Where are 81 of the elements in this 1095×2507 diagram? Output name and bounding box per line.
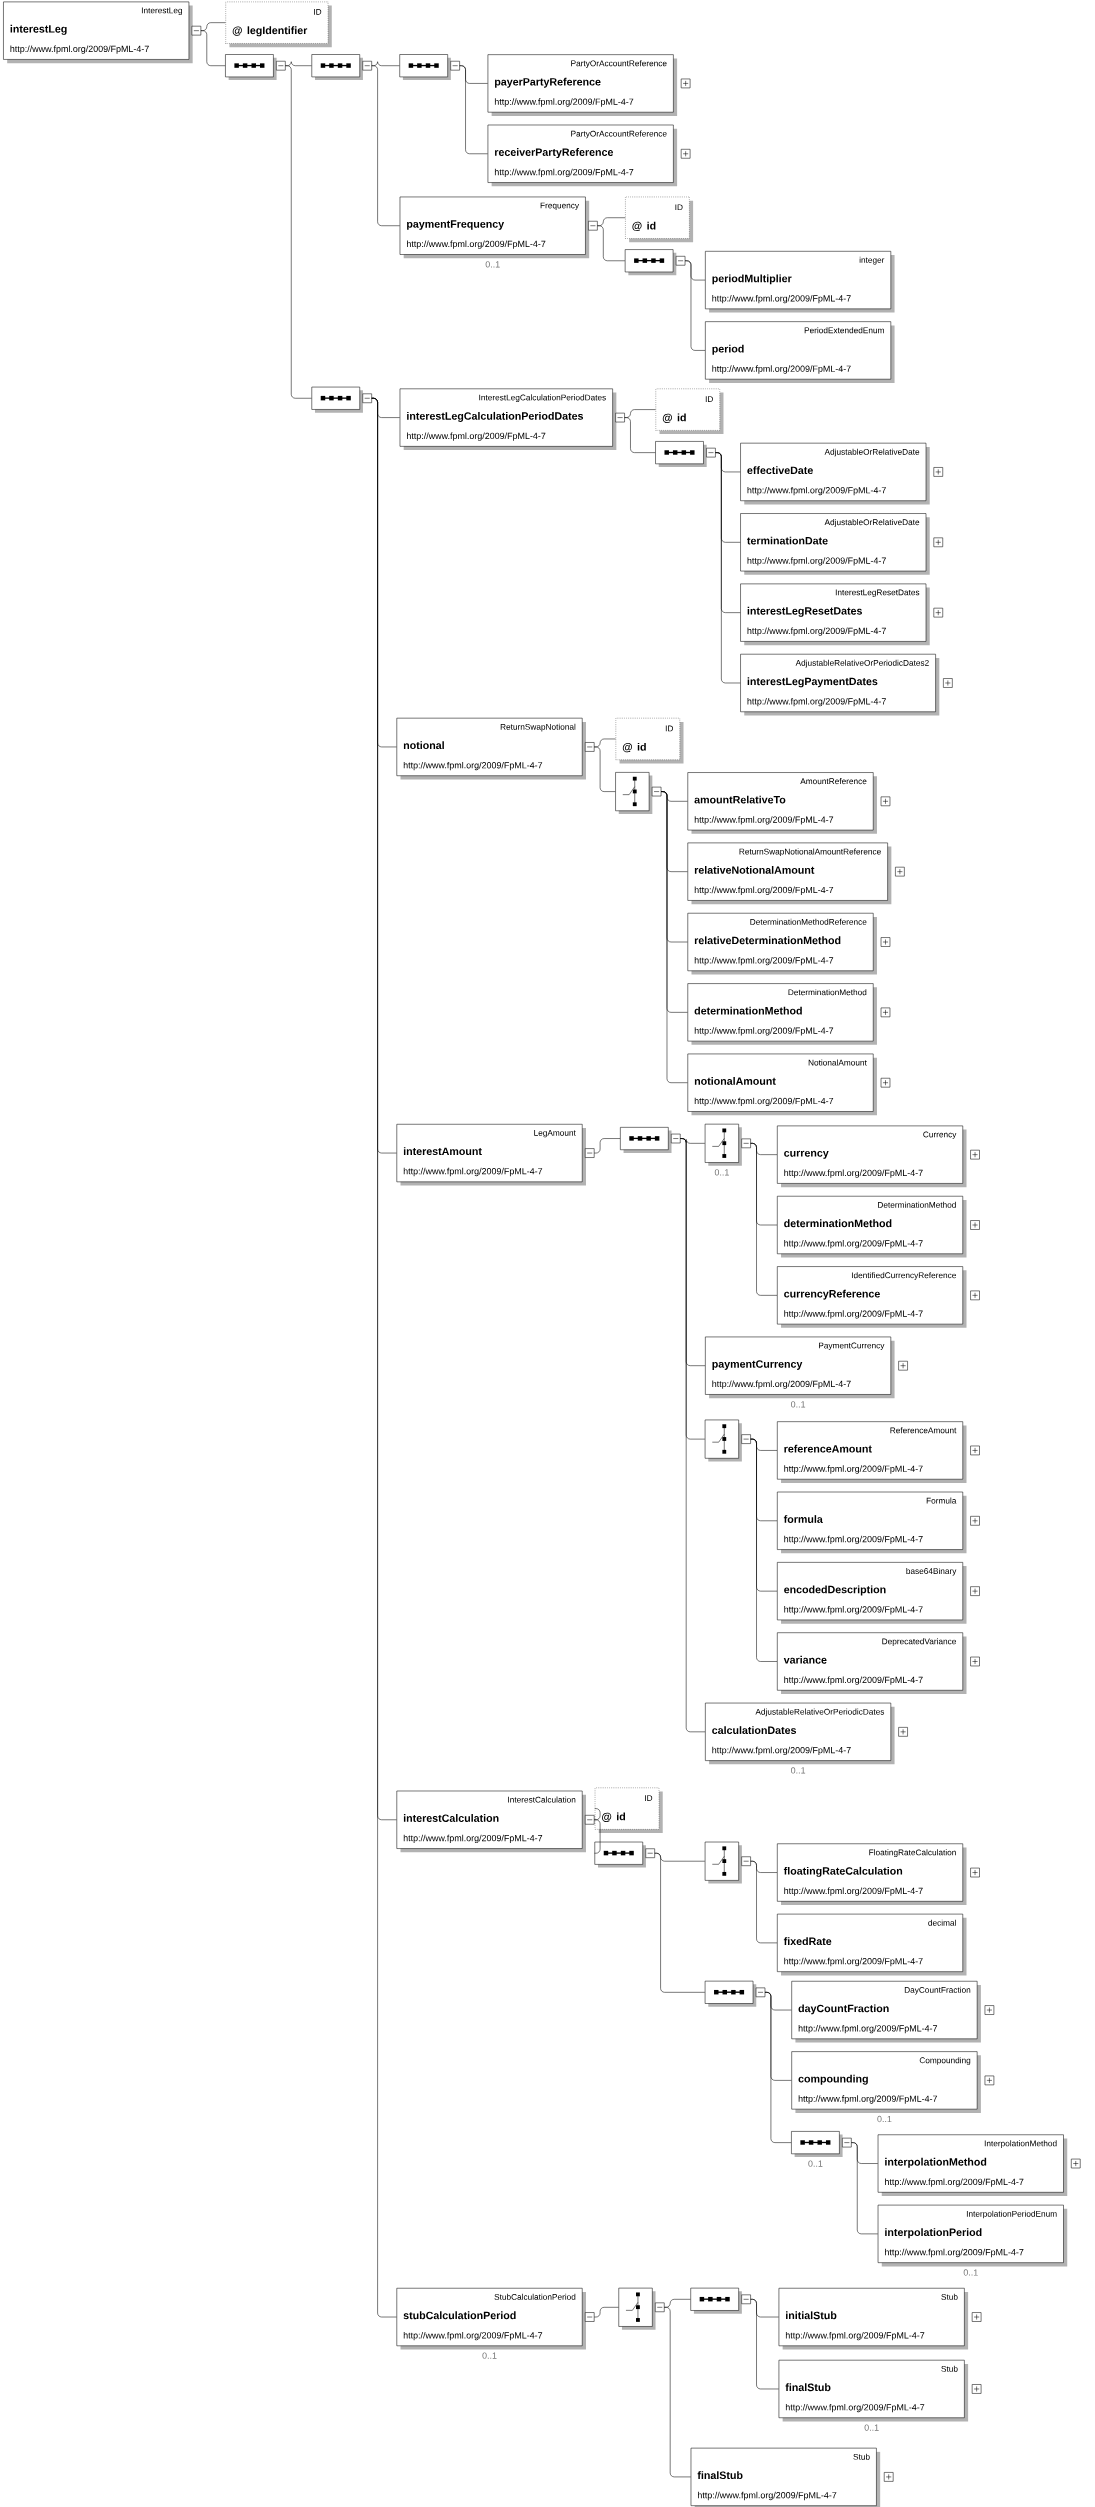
element-box: integer periodMultiplier http://www.fpml.org/2009/FpML-4-7: [705, 251, 895, 313]
choice-compositor: [618, 2287, 665, 2330]
choice-compositor: [615, 772, 662, 814]
element-box: AmountReference amountRelativeTo http://www.fpml.org/2009/FpML-4-7: [687, 772, 877, 834]
element-box: Currency currency http://www.fpml.org/2009/FpML-4-7: [776, 1125, 967, 1188]
occurrence-label: 0..1: [714, 1169, 729, 1176]
connector-line: [593, 1819, 601, 1854]
element-box: Formula formula http://www.fpml.org/2009/FpML-4-7: [776, 1491, 967, 1554]
element-box: AdjustableOrRelativeDate terminationDate http://www.fpml.org/2009/FpML-4-7: [740, 513, 930, 575]
connector-line: [624, 417, 656, 453]
element-box: InterpolationPeriodEnum interpolationPeriod http://www.fpml.org/2009/FpML-4-7: [877, 2204, 1068, 2267]
attribute-box: ID @ id: [615, 717, 684, 764]
occurrence-label: 0..1: [482, 2352, 497, 2359]
occurrence-label: 0..1: [963, 2269, 978, 2276]
element-box: decimal fixedRate http://www.fpml.org/2009/FpML-4-7: [776, 1913, 967, 1976]
element-box: InterestLegResetDates interestLegResetDates http://www.fpml.org/2009/FpML-4-7: [740, 583, 930, 646]
element-box: FloatingRateCalculation floatingRateCalculation http://www.fpml.org/2009/FpML-4-7: [776, 1843, 967, 1906]
occurrence-label: 0..1: [790, 1767, 805, 1774]
connector-line: [593, 2307, 619, 2318]
sequence-compositor: [704, 1980, 766, 2007]
element-box: Stub initialStub http://www.fpml.org/2009/FpML-4-7: [778, 2287, 968, 2350]
element-box: StubCalculationPeriod stubCalculationPeriod http://www.fpml.org/2009/FpML-4-7: [396, 2287, 595, 2350]
element-box: InterestLeg interestLeg http://www.fpml.org/2009/FpML-4-7: [3, 1, 202, 64]
sequence-compositor: [399, 54, 460, 81]
element-box: InterestCalculation interestCalculation http://www.fpml.org/2009/FpML-4-7: [396, 1790, 595, 1853]
element-box: PartyOrAccountReference payerPartyReference http://www.fpml.org/2009/FpML-4-7: [487, 54, 677, 116]
connector-line: [684, 260, 706, 351]
attribute-box: ID @ id: [594, 1787, 663, 1834]
attribute-box: ID @ id: [655, 388, 724, 435]
occurrence-label: 0..1: [877, 2115, 892, 2123]
occurrence-label: 0..1: [790, 1401, 805, 1408]
connector-line: [371, 398, 397, 2318]
element-box: DeterminationMethod determinationMethod http://www.fpml.org/2009/FpML-4-7: [687, 983, 877, 1045]
sequence-compositor: [311, 54, 372, 81]
sequence-compositor: [311, 386, 372, 413]
element-box: IdentifiedCurrencyReference currencyReference http://www.fpml.org/2009/FpML-4-7: [776, 1266, 967, 1328]
element-box: ReturnSwapNotional notional http://www.fpml.org/2009/FpML-4-7: [396, 717, 595, 780]
occurrence-label: 0..1: [808, 2160, 823, 2167]
connector-line: [200, 30, 226, 66]
sequence-compositor: [655, 441, 716, 467]
element-box: InterpolationMethod interpolationMethod http://www.fpml.org/2009/FpML-4-7: [877, 2134, 1068, 2197]
connector-line: [593, 746, 616, 792]
attribute-box: ID @ id: [625, 196, 693, 243]
element-box: DeterminationMethodReference relativeDeterminationMethod http://www.fpml.org/2009/FpML-4-7: [687, 912, 877, 975]
occurrence-label: 0..1: [864, 2424, 879, 2431]
element-box: NotionalAmount notionalAmount http://www.fpml.org/2009/FpML-4-7: [687, 1053, 877, 1116]
occurrence-label: 0..1: [485, 261, 500, 268]
choice-compositor: [704, 1841, 751, 1884]
sequence-compositor: [594, 1841, 655, 1868]
sequence-compositor: [690, 2287, 751, 2314]
choice-compositor: [704, 1419, 751, 1462]
element-box: AdjustableRelativeOrPeriodicDates2 interestLegPaymentDates http://www.fpml.org/2009/FpML-4-7: [740, 653, 940, 716]
element-box: Stub finalStub http://www.fpml.org/2009/FpML-4-7: [690, 2447, 881, 2507]
element-box: Frequency paymentFrequency http://www.fpml.org/2009/FpML-4-7: [399, 196, 598, 259]
element-box: Stub finalStub http://www.fpml.org/2009/FpML-4-7: [778, 2359, 968, 2422]
element-box: LegAmount interestAmount http://www.fpml.org/2009/FpML-4-7: [396, 1124, 595, 1186]
sequence-compositor: [225, 54, 286, 81]
connector-line: [750, 1860, 778, 1944]
element-box: AdjustableOrRelativeDate effectiveDate http://www.fpml.org/2009/FpML-4-7: [740, 442, 930, 505]
element-box: AdjustableRelativeOrPeriodicDates calculationDates http://www.fpml.org/2009/FpML-4-7: [705, 1702, 895, 1765]
element-box: ReferenceAmount referenceAmount http://www.fpml.org/2009/FpML-4-7: [776, 1421, 967, 1483]
element-box: base64Binary encodedDescription http://www.fpml.org/2009/FpML-4-7: [776, 1562, 967, 1624]
attribute-box: ID @ legIdentifier: [225, 1, 332, 48]
element-box: DayCountFraction dayCountFraction http://www.fpml.org/2009/FpML-4-7: [791, 1981, 981, 2043]
element-box: InterestLegCalculationPeriodDates interestLegCalculationPeriodDates http://www.fpml.org/2009/FpML-4-7: [399, 388, 625, 451]
element-box: DeprecatedVariance variance http://www.fpml.org/2009/FpML-4-7: [776, 1632, 967, 1694]
connector-line: [597, 225, 626, 262]
sequence-compositor: [791, 2131, 852, 2157]
sequence-compositor: [624, 249, 686, 276]
element-box: PaymentCurrency paymentCurrency http://www.fpml.org/2009/FpML-4-7: [705, 1336, 895, 1399]
connector-line: [593, 1808, 601, 1821]
element-box: DeterminationMethod determinationMethod http://www.fpml.org/2009/FpML-4-7: [776, 1195, 967, 1258]
sequence-compositor: [620, 1127, 681, 1153]
element-box: Compounding compounding http://www.fpml.org/2009/FpML-4-7: [791, 2051, 981, 2113]
connector-line: [654, 1852, 705, 1993]
choice-compositor: [704, 1123, 751, 1166]
connector-line: [593, 1138, 621, 1154]
element-box: PeriodExtendedEnum period http://www.fpml.org/2009/FpML-4-7: [705, 321, 895, 383]
element-box: ReturnSwapNotionalAmountReference relativeNotionalAmount http://www.fpml.org/2009/FpML-4-7: [687, 842, 892, 905]
connector-line: [679, 1138, 706, 1733]
element-box: PartyOrAccountReference receiverPartyReference http://www.fpml.org/2009/FpML-4-7: [487, 124, 677, 187]
